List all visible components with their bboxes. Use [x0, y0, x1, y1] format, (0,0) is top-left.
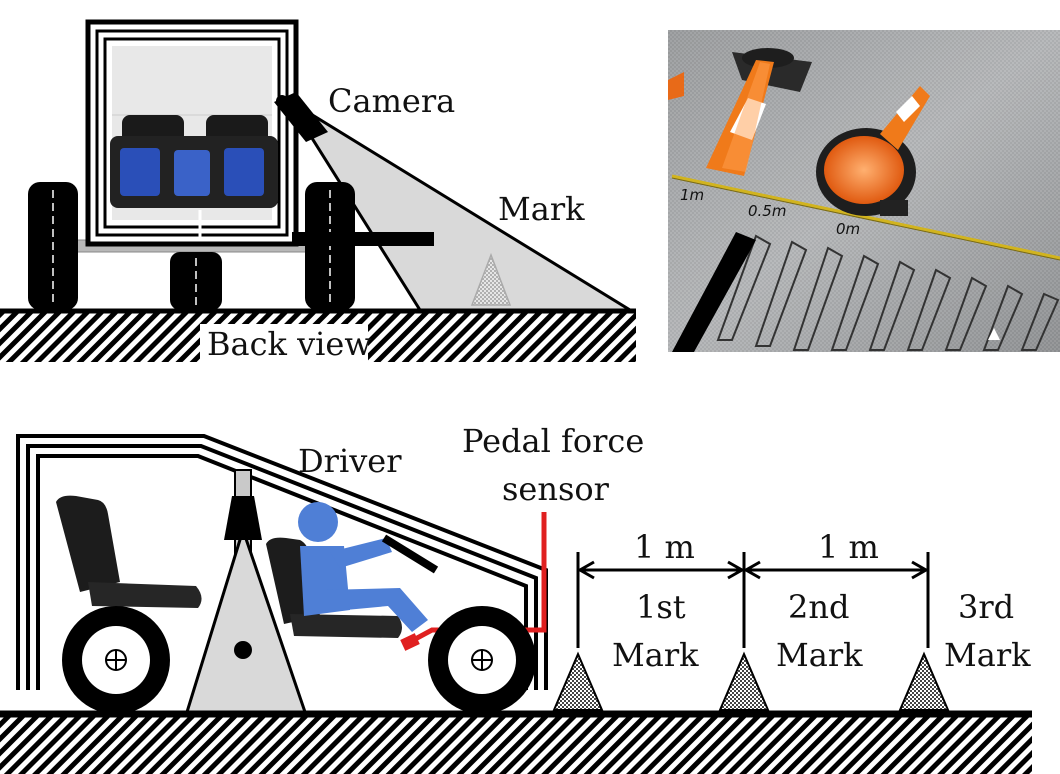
- front-wheel-side: [428, 606, 536, 714]
- test-course-photo: 1m 0.5m 0m: [668, 30, 1060, 352]
- seats-back-view: [110, 115, 278, 208]
- pedal-sensor-label-line1: Pedal force: [462, 422, 644, 460]
- mark-label-top: Mark: [498, 190, 585, 228]
- mark-1-label-line2: Mark: [612, 636, 699, 674]
- standing-cone-icon: [706, 48, 812, 176]
- side-view-diagram: Driver Pedal force sensor 1 m 1 m 1st Ma…: [0, 422, 1032, 774]
- mark-3-label-line1: 3rd: [958, 588, 1014, 626]
- hub-dot: [234, 641, 252, 659]
- rear-wheel-side: [62, 606, 170, 714]
- back-view-label: Back view: [207, 325, 372, 363]
- mark-3: [898, 651, 950, 711]
- steering-wheel: [381, 534, 439, 574]
- back-view-label-bg: [200, 324, 368, 362]
- pedal-sensor-label-line2: sensor: [502, 470, 610, 508]
- distance-markers: [576, 552, 930, 648]
- mark-2: [718, 651, 770, 711]
- driver-figure: [298, 502, 428, 632]
- mark-back-view: [470, 252, 512, 306]
- distance-label-2: 1 m: [818, 528, 879, 566]
- tape-label-05m: 0.5m: [748, 202, 786, 220]
- tape-label-0m: 0m: [836, 220, 860, 238]
- ground-hatch-bottom: [0, 714, 1032, 774]
- lane-markings: [716, 234, 1060, 351]
- rear-seat: [56, 495, 202, 608]
- tape-label-1m: 1m: [680, 186, 704, 204]
- mark-2-label-line1: 2nd: [788, 588, 849, 626]
- mark-1-label-line1: 1st: [636, 588, 686, 626]
- mark-2-label-line2: Mark: [776, 636, 863, 674]
- mark-1: [552, 651, 604, 711]
- fallen-cone-icon: [816, 86, 930, 216]
- camera-icon: [274, 92, 328, 142]
- camera-mount-bar: [292, 232, 434, 246]
- driver-label: Driver: [298, 442, 402, 480]
- black-lane-stripe: [672, 232, 756, 352]
- mark-3-label-line2: Mark: [944, 636, 1031, 674]
- measuring-tape: [671, 174, 1060, 260]
- camera-view-cone-side: [184, 525, 308, 714]
- wheel-center: [170, 252, 222, 310]
- camera-label: Camera: [328, 82, 455, 120]
- distance-label-1: 1 m: [634, 528, 695, 566]
- back-view-diagram: Camera Mark Back view: [0, 19, 636, 363]
